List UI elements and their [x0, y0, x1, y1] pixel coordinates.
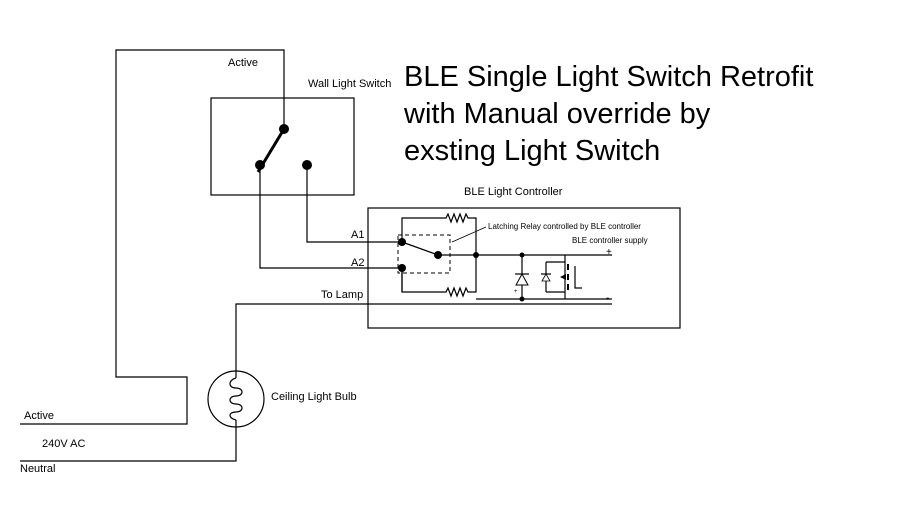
wire-to-a1	[306, 165, 402, 243]
active-wire	[20, 49, 285, 425]
relay-note-pointer	[451, 226, 487, 243]
terminal-a1-label: A1	[351, 229, 364, 241]
bulb-filament	[229, 377, 243, 421]
mosfet-gate	[574, 266, 582, 289]
active-top-label: Active	[228, 57, 258, 69]
neutral-wire	[20, 420, 237, 462]
to-lamp-wire	[235, 303, 612, 378]
relay-coil-resistors	[401, 212, 477, 298]
flyback-diode	[515, 272, 529, 286]
diode-bottom-junction	[519, 296, 525, 302]
ble-controller-label: BLE Light Controller	[464, 186, 563, 198]
ble-controller-box	[367, 207, 681, 329]
supply-label: BLE controller supply	[572, 236, 648, 245]
neutral-label: Neutral	[20, 463, 55, 475]
relay-armature	[401, 241, 439, 256]
wall-switch-label: Wall Light Switch	[308, 78, 391, 90]
wall-switch-box	[210, 97, 355, 196]
supply-minus-label: -	[606, 293, 609, 304]
wire-to-a2	[259, 165, 402, 269]
to-lamp-label: To Lamp	[321, 289, 363, 301]
terminal-a2-label: A2	[351, 257, 364, 269]
supply-plus-label: +	[606, 247, 612, 258]
mosfet-body-diode	[541, 273, 551, 282]
diode-polarity-mark: +	[514, 289, 518, 295]
diode-top-junction	[519, 252, 525, 258]
bulb-label: Ceiling Light Bulb	[271, 391, 357, 403]
mosfet-arrow	[560, 274, 566, 280]
diagram-title-line-2: with Manual override by	[403, 98, 711, 130]
ceiling-bulb	[207, 370, 265, 428]
active-bottom-label: Active	[24, 410, 54, 422]
diagram-title-line-3: exsting Light Switch	[404, 135, 660, 167]
relay-note-label: Latching Relay controlled by BLE control…	[488, 222, 641, 231]
voltage-label: 240V AC	[42, 438, 85, 450]
switch-lever	[256, 128, 286, 173]
latching-relay-outline	[397, 234, 451, 274]
diagram-title-line-1: BLE Single Light Switch Retrofit	[404, 61, 813, 93]
